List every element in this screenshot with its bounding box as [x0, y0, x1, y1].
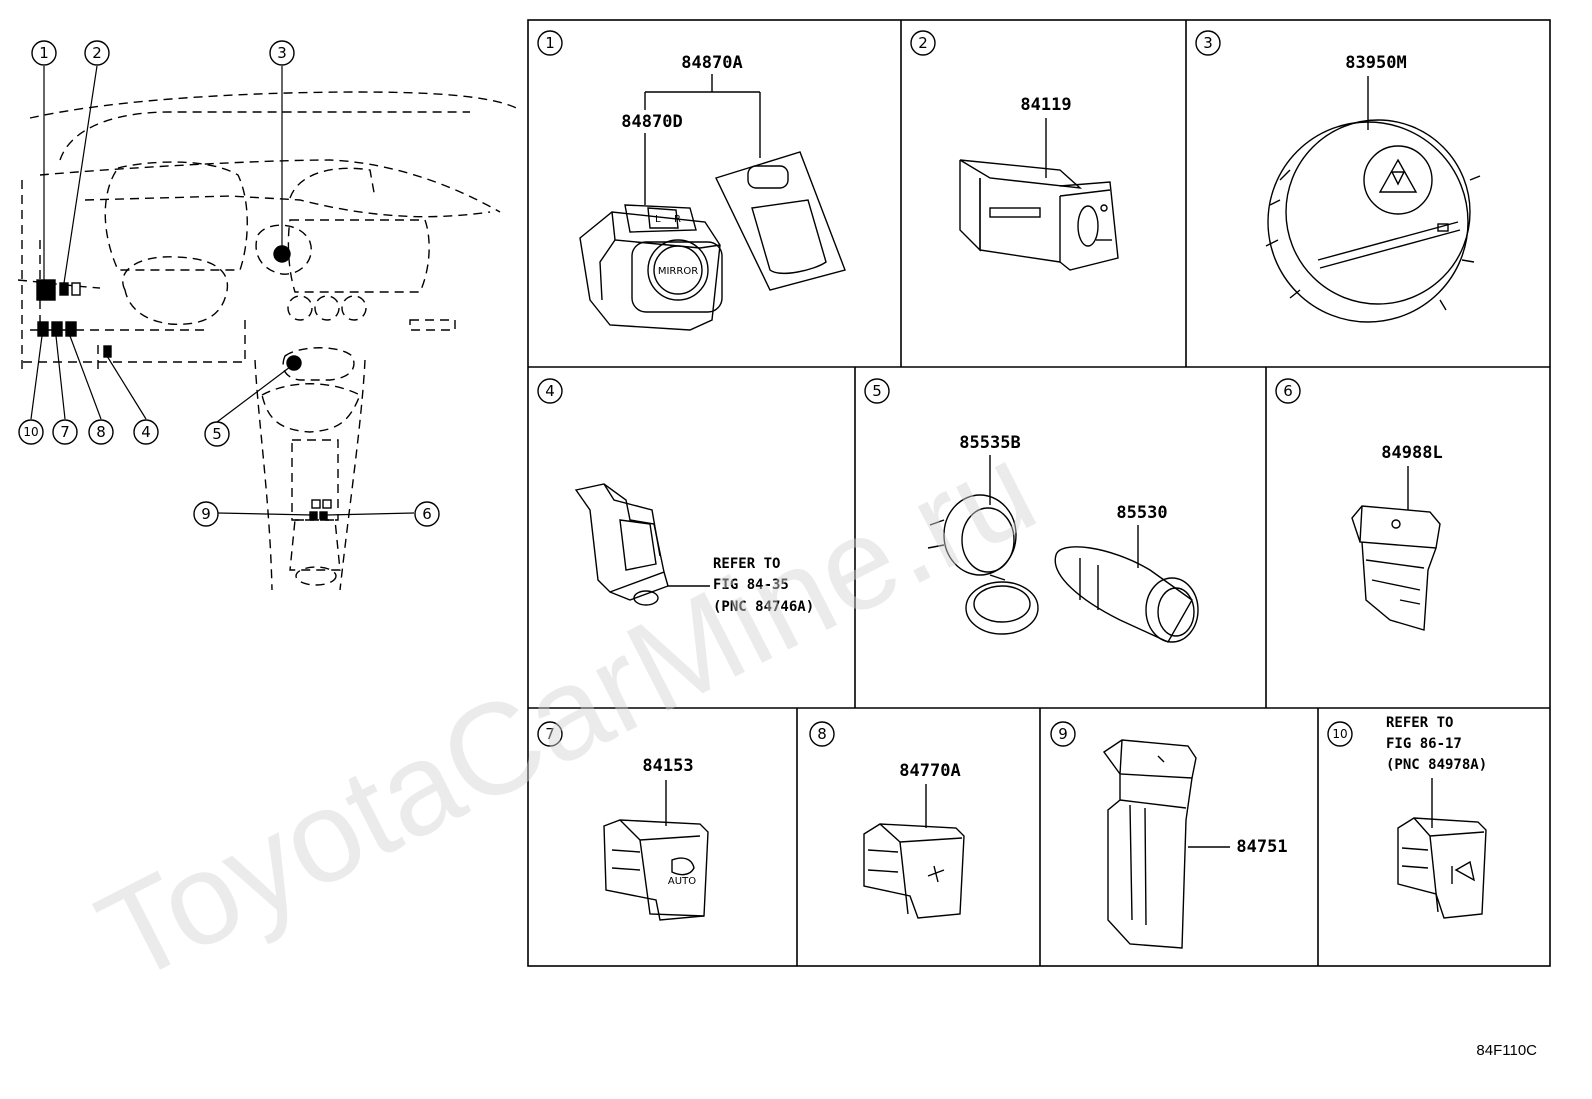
panel-3: 3 83950M — [1195, 30, 1481, 323]
panel-1-number: 1 — [545, 34, 555, 52]
switch-8-illustration — [863, 823, 965, 919]
panel-5: 5 85535B 85530 — [864, 378, 1199, 643]
mirror-bezel-illustration — [715, 151, 846, 291]
panel-2: 2 84119 — [910, 30, 1119, 271]
panel-10: 10 REFER TO FIG 86-17 (PNC 84978A) — [1327, 715, 1487, 919]
mirror-label: MIRROR — [658, 266, 698, 277]
panel-9-number: 9 — [1058, 725, 1068, 743]
svg-text:7: 7 — [60, 423, 70, 441]
svg-text:9: 9 — [201, 505, 211, 523]
panel-6-number: 6 — [1283, 382, 1293, 400]
panel-6: 6 84988L — [1275, 378, 1443, 631]
part-83950M: 83950M — [1345, 53, 1406, 73]
panel-5-number: 5 — [872, 382, 882, 400]
part-84870A: 84870A — [681, 53, 742, 73]
cigarette-socket-illustration — [927, 494, 1039, 635]
panel-3-number: 3 — [1203, 34, 1213, 52]
panel-9: 9 84751 — [1050, 721, 1288, 949]
mirror-l-label: L — [655, 214, 661, 225]
outlet-switch-illustration — [574, 483, 669, 606]
svg-text:6: 6 — [422, 505, 432, 523]
panel-4-number: 4 — [545, 382, 555, 400]
part-85535B: 85535B — [959, 433, 1020, 453]
callout-6: 6 — [414, 501, 440, 527]
panel-8-number: 8 — [817, 725, 827, 743]
cigarette-lighter-illustration — [1054, 546, 1199, 643]
refer-note-10: REFER TO FIG 86-17 (PNC 84978A) — [1386, 715, 1487, 773]
callout-9: 9 — [193, 501, 219, 527]
figure-code: 84F110C — [1476, 1042, 1537, 1059]
part-84153: 84153 — [642, 756, 693, 776]
callout-1: 1 — [31, 40, 57, 66]
callout-10: 10 — [18, 419, 44, 445]
hazard-switch-illustration — [1265, 119, 1481, 323]
callout-2: 2 — [84, 40, 110, 66]
watermark: ToyotaCarMine.ru — [76, 414, 1056, 1010]
part-84870D: 84870D — [621, 112, 682, 132]
mirror-switch-illustration: R L MIRROR — [579, 204, 723, 331]
svg-text:2: 2 — [92, 44, 102, 62]
panel-1: 1 84870A 84870D R L MIRROR — [537, 30, 846, 331]
switch-10-illustration — [1397, 817, 1487, 919]
svg-text:FIG 84-35: FIG 84-35 — [713, 577, 789, 593]
callout-8: 8 — [88, 419, 114, 445]
svg-text:(PNC 84746A): (PNC 84746A) — [713, 599, 814, 615]
svg-text:(PNC 84978A): (PNC 84978A) — [1386, 757, 1487, 773]
callout-5: 5 — [204, 421, 230, 447]
callout-7: 7 — [52, 419, 78, 445]
svg-text:REFER TO: REFER TO — [713, 556, 780, 572]
switch-6-illustration — [1351, 505, 1441, 631]
part-84119: 84119 — [1020, 95, 1071, 115]
svg-text:8: 8 — [96, 423, 106, 441]
panel-7-number: 7 — [545, 725, 555, 743]
svg-text:3: 3 — [277, 44, 287, 62]
panel-4: 4 REFER TO FIG 84-35 (PNC 84746A) — [537, 378, 814, 615]
svg-text:1: 1 — [39, 44, 49, 62]
callout-3: 3 — [269, 40, 295, 66]
mirror-r-label: R — [674, 214, 681, 225]
panel-grid — [527, 19, 1551, 967]
svg-text:5: 5 — [212, 425, 222, 443]
svg-text:10: 10 — [23, 425, 38, 439]
panel-10-number: 10 — [1332, 727, 1347, 741]
part-84988L: 84988L — [1381, 443, 1442, 463]
callout-4: 4 — [133, 419, 159, 445]
panel-7: 7 84153 AUTO — [537, 721, 709, 921]
dashboard-overview — [17, 65, 521, 591]
headlamp-auto-switch-illustration: AUTO — [603, 819, 709, 921]
panel-2-number: 2 — [918, 34, 928, 52]
svg-text:FIG 86-17: FIG 86-17 — [1386, 736, 1462, 752]
part-84751: 84751 — [1236, 837, 1287, 857]
svg-text:4: 4 — [141, 423, 151, 441]
auto-label: AUTO — [668, 876, 696, 887]
part-85530: 85530 — [1116, 503, 1167, 523]
refer-note-4: REFER TO FIG 84-35 (PNC 84746A) — [713, 556, 814, 615]
svg-text:REFER TO: REFER TO — [1386, 715, 1453, 731]
dimmer-switch-illustration — [959, 159, 1119, 271]
part-84770A: 84770A — [899, 761, 960, 781]
panel-8: 8 84770A — [809, 721, 965, 919]
switch-9-illustration — [1103, 739, 1197, 949]
